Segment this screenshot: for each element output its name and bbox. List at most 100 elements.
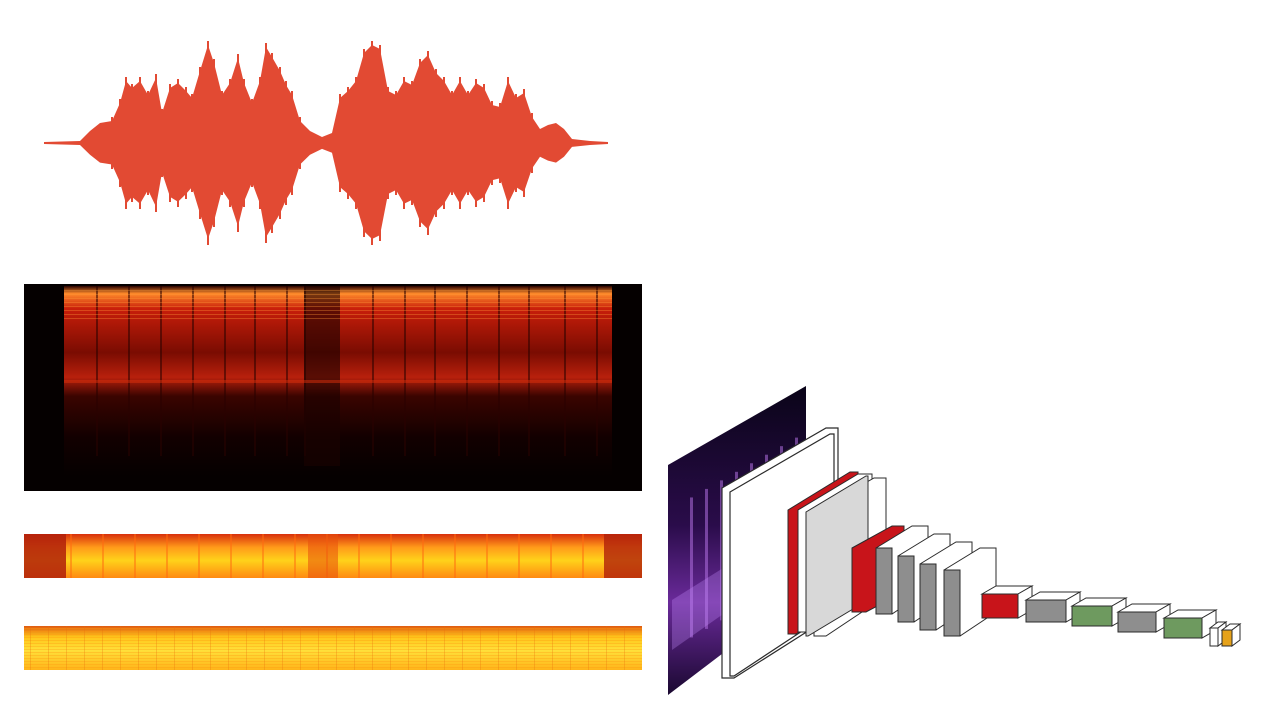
waveform-spike xyxy=(491,101,493,185)
cnn-conv-block-4-front xyxy=(943,569,961,637)
strip-bottom-tick xyxy=(30,626,31,670)
spectrogram-harmonic xyxy=(64,306,612,307)
waveform-spike xyxy=(483,84,485,202)
cnn-dense-block-1-front-face xyxy=(981,593,1019,619)
waveform-spike xyxy=(185,87,187,199)
cnn-dense-block-5 xyxy=(1162,609,1218,639)
waveform-spike xyxy=(271,53,273,233)
spectrogram-band-gap xyxy=(254,286,256,456)
strip-bottom-tick xyxy=(246,626,247,670)
strip-top-left-dark xyxy=(24,534,66,578)
strip-bottom-tick xyxy=(426,626,427,670)
waveform-spike xyxy=(355,77,357,209)
waveform-spike xyxy=(379,45,381,241)
spectrogram-band-gap xyxy=(372,286,374,456)
strip-top-band xyxy=(166,534,168,578)
spectrogram-heatmap xyxy=(24,284,642,491)
spectrogram-band-gap xyxy=(224,286,226,456)
strip-bottom-tick xyxy=(570,626,571,670)
cnn-conv-block-3-front xyxy=(919,563,937,631)
spectrogram-band-gap xyxy=(96,286,98,456)
strip-bottom-tick xyxy=(588,626,589,670)
cnn-output-block-1-front-face xyxy=(1209,627,1219,647)
spectrogram-harmonic xyxy=(64,310,612,311)
spectrogram-band-gap xyxy=(466,286,468,456)
strip-bottom-line xyxy=(24,658,642,659)
strip-bottom-tick xyxy=(336,626,337,670)
strip-bottom-tick xyxy=(120,626,121,670)
strip-bottom-tick xyxy=(48,626,49,670)
waveform-spike xyxy=(169,84,171,202)
waveform-spike xyxy=(279,67,281,219)
strip-bottom-tick xyxy=(102,626,103,670)
cnn-dense-block-4-front-face xyxy=(1117,611,1157,633)
strip-top-pause xyxy=(308,534,338,578)
waveform-spike xyxy=(411,81,413,205)
waveform-spike xyxy=(111,117,113,169)
cnn-output-block-2 xyxy=(1220,623,1242,647)
strip-top-band xyxy=(390,534,392,578)
strip-top-band xyxy=(134,534,136,578)
waveform-spike xyxy=(467,91,469,195)
strip-top-band xyxy=(486,534,488,578)
strip-bottom-tick xyxy=(228,626,229,670)
waveform-spike xyxy=(531,113,533,173)
cnn-dense-block-2-front-face xyxy=(1025,599,1067,623)
waveform-spike xyxy=(395,91,397,195)
spectrogram-strip-top xyxy=(24,534,642,578)
spectrogram-band-gap xyxy=(404,286,406,456)
waveform-spike xyxy=(199,67,201,219)
spectrogram-harmonic xyxy=(64,298,612,299)
waveform-spike xyxy=(459,77,461,209)
spectrogram-band-gap xyxy=(528,286,530,456)
audio-waveform xyxy=(44,41,608,245)
strip-bottom-tick xyxy=(372,626,373,670)
waveform-spike xyxy=(475,79,477,207)
strip-top-right-dark xyxy=(604,534,642,578)
strip-top-band xyxy=(230,534,232,578)
strip-bottom-tick xyxy=(66,626,67,670)
waveform-spike xyxy=(213,59,215,227)
strip-bottom-tick xyxy=(480,626,481,670)
cnn-dense-block-4 xyxy=(1116,603,1172,633)
cnn-conv-block-2-front xyxy=(897,555,915,623)
spectrogram-harmonic xyxy=(64,314,612,315)
cnn-dense-block-1 xyxy=(980,585,1034,619)
waveform-spike xyxy=(177,79,179,207)
waveform-spike xyxy=(291,91,293,195)
strip-bottom-tick xyxy=(318,626,319,670)
strip-top-band xyxy=(422,534,424,578)
waveform-spike xyxy=(299,117,301,169)
strip-top-band xyxy=(518,534,520,578)
cnn-output-block-2-front-face xyxy=(1221,629,1233,647)
strip-bottom-tick xyxy=(534,626,535,670)
spectrogram-harmonic xyxy=(64,290,612,291)
spectrogram-band-gap xyxy=(434,286,436,456)
strip-bottom-line xyxy=(24,631,642,632)
waveform-spike xyxy=(139,77,141,209)
waveform-spike xyxy=(507,77,509,209)
strip-bottom-line xyxy=(24,655,642,656)
strip-top-band xyxy=(294,534,296,578)
strip-bottom-line xyxy=(24,643,642,644)
strip-bottom-tick xyxy=(210,626,211,670)
strip-bottom-line xyxy=(24,652,642,653)
spectrogram-harmonic xyxy=(64,302,612,303)
spectrogram-harmonic xyxy=(64,318,612,319)
waveform-spike xyxy=(191,94,193,192)
input-feature-column xyxy=(705,488,708,629)
waveform-spike xyxy=(347,87,349,199)
strip-bottom-line xyxy=(24,646,642,647)
strip-bottom-line xyxy=(24,637,642,638)
cnn-dense-block-3 xyxy=(1070,597,1128,627)
strip-bottom-tick xyxy=(84,626,85,670)
strip-bottom-tick xyxy=(390,626,391,670)
strip-top-band xyxy=(582,534,584,578)
waveform-spike xyxy=(419,59,421,227)
strip-bottom-line xyxy=(24,649,642,650)
waveform-spike xyxy=(265,43,267,243)
strip-bottom-line xyxy=(24,664,642,665)
strip-bottom-tick xyxy=(174,626,175,670)
spectrogram-band-gap xyxy=(128,286,130,456)
strip-bottom-line xyxy=(24,667,642,668)
